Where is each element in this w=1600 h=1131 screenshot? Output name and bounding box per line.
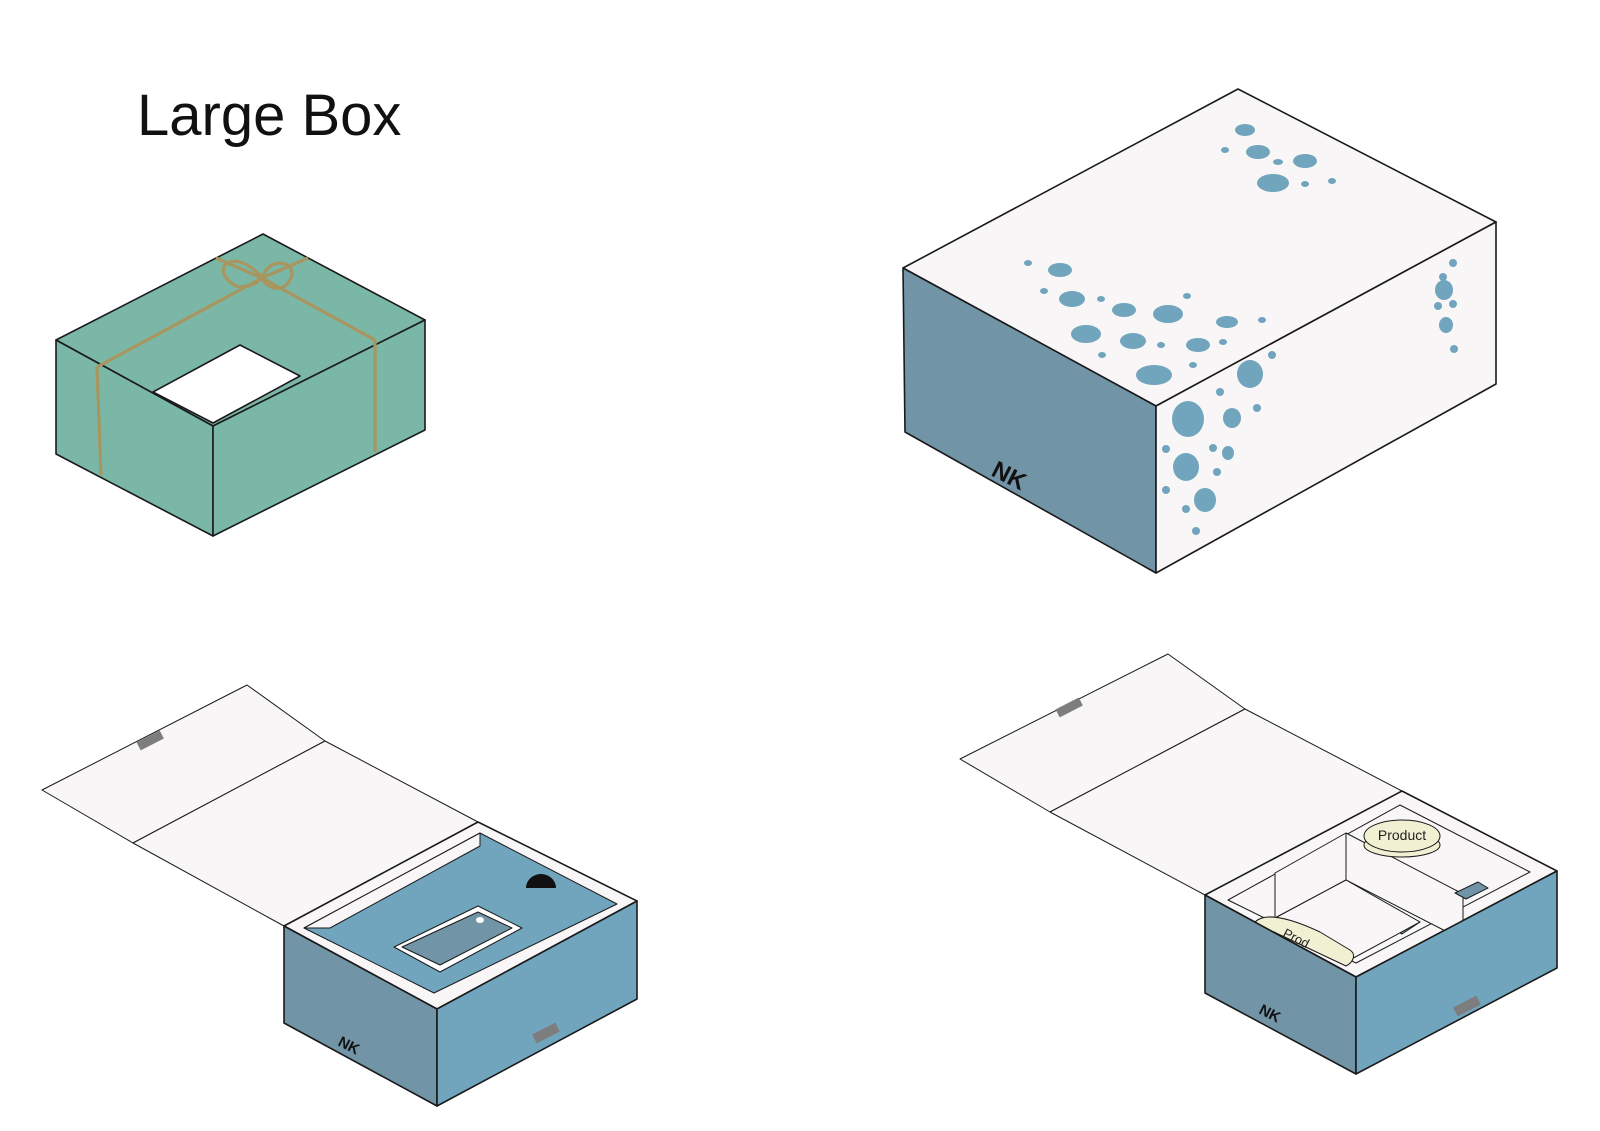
box-cavity-inner-wall (303, 832, 481, 929)
product-label: Product (1378, 827, 1426, 843)
card-insert (401, 911, 513, 966)
compartment-floor (1454, 881, 1489, 900)
open-box-tray: NK (41, 684, 638, 1107)
rope-tie (95, 256, 377, 476)
cutout-box-closed: NK (902, 88, 1497, 574)
page-title: Large Box (137, 83, 402, 148)
magnet-strip (136, 730, 164, 751)
box-front-right-face (1355, 870, 1558, 1075)
product-disc: Product (1363, 819, 1441, 858)
gift-box-closed (55, 233, 426, 537)
box-front-right-face (436, 900, 638, 1107)
cutout-box-right-face (1155, 221, 1497, 574)
notch-hole (476, 917, 484, 923)
bubble-cutouts (1024, 124, 1458, 535)
semicircle-notch-icon (526, 874, 556, 888)
magnet-strip (532, 1022, 560, 1044)
gift-box-window (152, 344, 301, 424)
magnet-strip (1055, 697, 1083, 718)
magnet-strip (1453, 995, 1481, 1017)
gift-box-right-face (212, 319, 426, 537)
open-box-compartments: Product Prod NK (959, 653, 1558, 1075)
